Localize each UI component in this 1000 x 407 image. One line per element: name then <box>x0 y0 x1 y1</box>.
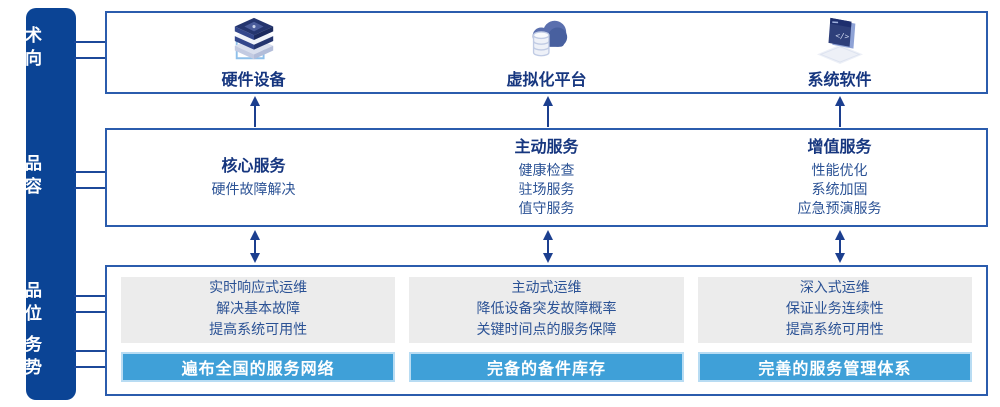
core-service-column: 核心服务 硬件故障解决 <box>107 130 400 225</box>
positioning-panel: 主动式运维 降低设备突发故障概率 关键时间点的服务保障 <box>409 277 684 343</box>
positioning-panel: 实时响应式运维 解决基本故障 提高系统可用性 <box>121 277 396 343</box>
double-arrow-icon <box>835 230 845 263</box>
value-added-service-title: 增值服务 <box>807 137 872 156</box>
positioning-point: 深入式运维 <box>799 280 870 297</box>
service-item: 硬件故障解决 <box>211 182 296 198</box>
advantage-banner: 完备的备件库存 <box>409 351 684 382</box>
positioning-point: 主动式运维 <box>511 280 582 297</box>
connector-line <box>74 366 107 368</box>
system-software-label: 系统软件 <box>807 69 872 89</box>
sidebar-label-line: 定位 <box>7 304 43 324</box>
positioning-point: 关键时间点的服务保障 <box>476 322 617 339</box>
service-item: 驻场服务 <box>518 182 575 198</box>
proactive-service-column: 主动服务 健康检查 驻场服务 值守服务 <box>400 130 693 225</box>
double-arrow-icon <box>543 230 553 263</box>
service-item: 性能优化 <box>811 163 868 179</box>
product-content-box: 核心服务 硬件故障解决 主动服务 健康检查 驻场服务 值守服务 增值服务 性能优… <box>105 128 988 227</box>
positioning-point: 实时响应式运维 <box>209 280 308 297</box>
advantage-banner: 完善的服务管理体系 <box>697 351 972 382</box>
connector-line <box>74 295 107 297</box>
positioning-point: 解决基本故障 <box>216 301 301 318</box>
positioning-point: 提高系统可用性 <box>785 322 884 339</box>
connector-line <box>74 41 107 43</box>
value-added-service-column: 增值服务 性能优化 系统加固 应急预演服务 <box>693 130 986 225</box>
connector-line <box>74 187 107 189</box>
virtualization-group: 虚拟化平台 <box>400 13 693 92</box>
virtualization-label: 虚拟化平台 <box>506 69 587 89</box>
sidebar-label-line: 服务 <box>7 335 43 355</box>
positioning-point: 降低设备突发故障概率 <box>476 301 617 318</box>
sidebar-label-tech-direction: 技术 方向 <box>0 25 50 71</box>
sidebar-label-line: 产品 <box>7 154 43 174</box>
tech-direction-box: 硬件设备 虚拟化平台 <box>105 11 988 94</box>
advantage-banner: 遍布全国的服务网络 <box>121 351 396 382</box>
positioning-point: 保证业务连续性 <box>785 301 884 318</box>
hardware-label: 硬件设备 <box>221 69 286 89</box>
connector-line <box>74 350 107 352</box>
positioning-point: 提高系统可用性 <box>209 322 308 339</box>
connector-line <box>74 311 107 313</box>
category-sidebar <box>26 8 76 400</box>
up-arrow-icon <box>250 96 260 127</box>
service-item: 健康检查 <box>518 163 575 179</box>
sidebar-label-service-advantage: 服务 优势 <box>0 334 50 380</box>
connector-line <box>74 171 107 173</box>
system-software-group: </> 系统软件 <box>693 13 986 92</box>
positioning-panel: 深入式运维 保证业务连续性 提高系统可用性 <box>697 277 972 343</box>
sidebar-label-line: 技术 <box>7 26 43 46</box>
cloud-platform-icon <box>518 16 576 64</box>
sidebar-label-line: 产品 <box>7 281 43 301</box>
positioning-advantage-box: 实时响应式运维 解决基本故障 提高系统可用性 遍布全国的服务网络 主动式运维 降… <box>105 265 988 396</box>
sidebar-label-product-content: 产品 内容 <box>0 153 50 199</box>
server-stack-icon <box>225 16 283 64</box>
service-item: 值守服务 <box>518 201 575 217</box>
hardware-group: 硬件设备 <box>107 13 400 92</box>
connector-line <box>74 57 107 59</box>
positioning-column-3: 深入式运维 保证业务连续性 提高系统可用性 完善的服务管理体系 <box>697 277 972 382</box>
sidebar-label-line: 内容 <box>7 177 43 197</box>
positioning-column-1: 实时响应式运维 解决基本故障 提高系统可用性 遍布全国的服务网络 <box>121 277 396 382</box>
svg-text:</>: </> <box>835 31 850 41</box>
positioning-column-2: 主动式运维 降低设备突发故障概率 关键时间点的服务保障 完备的备件库存 <box>409 277 684 382</box>
service-item: 应急预演服务 <box>797 201 882 217</box>
code-window-icon: </> <box>811 16 869 64</box>
up-arrow-icon <box>835 96 845 127</box>
sidebar-label-line: 优势 <box>7 358 43 378</box>
core-service-title: 核心服务 <box>221 156 286 175</box>
proactive-service-title: 主动服务 <box>514 137 579 156</box>
double-arrow-icon <box>250 230 260 263</box>
service-item: 系统加固 <box>811 182 868 198</box>
up-arrow-icon <box>543 96 553 127</box>
sidebar-label-line: 方向 <box>7 49 43 69</box>
sidebar-label-product-positioning: 产品 定位 <box>0 280 50 326</box>
